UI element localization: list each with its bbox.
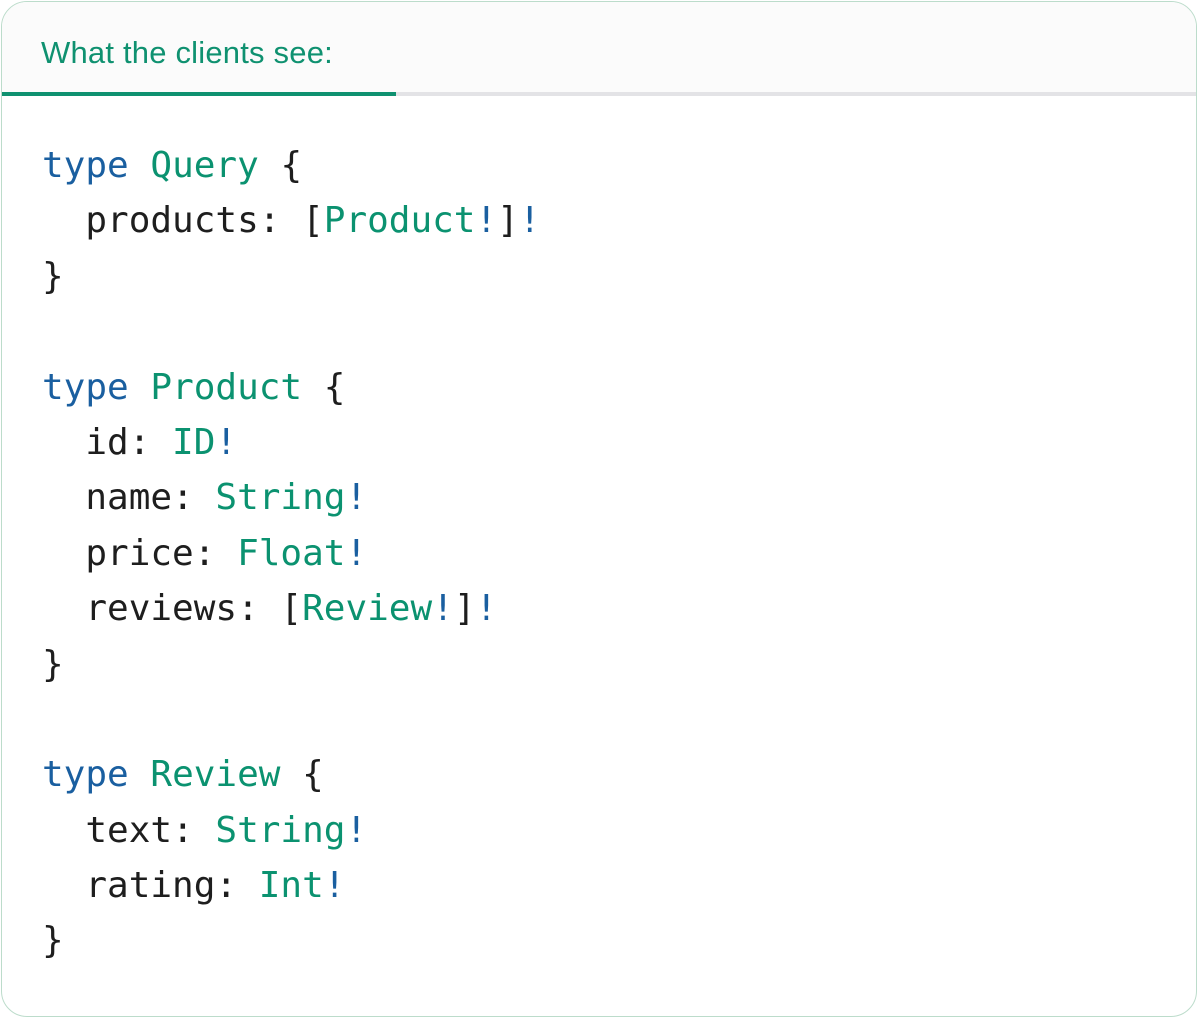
code-token-kw: type (42, 366, 129, 408)
code-token-pln: rating: (42, 865, 259, 907)
code-token-pln (129, 145, 151, 186)
code-token-pln: { (280, 754, 324, 796)
code-token-pln (129, 754, 151, 795)
code-token-pln: id: (42, 421, 173, 463)
code-token-bang: ! (345, 809, 368, 851)
code-token-pln: } (42, 643, 64, 685)
code-token-kw: type (42, 145, 129, 186)
code-line: } (42, 637, 1156, 692)
code-token-pln: name: (42, 477, 216, 519)
code-token-bang: ! (323, 865, 346, 907)
code-token-typ: Review (302, 588, 433, 630)
code-line (42, 304, 1156, 359)
code-line: text: String! (42, 803, 1156, 858)
code-token-bang: ! (345, 477, 368, 519)
code-line: type Product { (42, 360, 1156, 415)
code-token-typ: Int (258, 865, 324, 907)
code-token-pln: products: [ (42, 200, 324, 242)
code-token-typ: Review (150, 754, 281, 796)
code-token-pln: ] (497, 200, 519, 242)
code-line: } (42, 249, 1156, 304)
code-line: type Query { (42, 138, 1156, 193)
graphql-schema-code: type Query { products: [Product!]!} type… (42, 138, 1156, 969)
code-block-container: type Query { products: [Product!]!} type… (2, 96, 1196, 1009)
code-token-bang: ! (518, 200, 541, 242)
code-token-pln: text: (42, 809, 216, 851)
code-line: products: [Product!]! (42, 193, 1156, 248)
code-token-typ: String (215, 809, 346, 851)
code-line: id: ID! (42, 415, 1156, 470)
code-token-typ: Float (237, 532, 346, 574)
code-token-pln: } (42, 920, 64, 962)
code-token-bang: ! (432, 588, 454, 630)
tab-what-clients-see[interactable]: What the clients see: (41, 37, 333, 68)
tab-active-underline (2, 92, 396, 96)
code-line: price: Float! (42, 526, 1156, 581)
code-token-typ: Query (150, 145, 259, 186)
code-token-typ: ID (172, 421, 216, 463)
code-line: reviews: [Review!]! (42, 581, 1156, 636)
code-token-bang: ! (475, 200, 498, 242)
code-token-pln: ] (453, 588, 476, 630)
code-token-bang: ! (345, 532, 368, 574)
code-line: type Review { (42, 747, 1156, 802)
code-line: } (42, 913, 1156, 968)
code-token-pln: { (302, 366, 346, 408)
code-token-bang: ! (475, 588, 498, 630)
code-token-bang: ! (215, 421, 238, 463)
tab-label: What the clients see: (41, 34, 333, 70)
code-token-pln (129, 367, 151, 408)
code-token-typ: Product (323, 200, 476, 242)
code-token-typ: String (215, 477, 346, 519)
code-line: rating: Int! (42, 858, 1156, 913)
tab-divider (2, 92, 1196, 96)
card-header: What the clients see: (2, 2, 1196, 92)
code-line: name: String! (42, 470, 1156, 525)
code-token-typ: Product (150, 366, 303, 408)
code-token-pln: price: (42, 532, 238, 574)
code-token-pln: { (258, 145, 303, 186)
code-token-pln: } (42, 255, 64, 297)
code-line (42, 692, 1156, 747)
code-token-pln: reviews: [ (42, 588, 303, 630)
code-token-kw: type (42, 754, 129, 796)
